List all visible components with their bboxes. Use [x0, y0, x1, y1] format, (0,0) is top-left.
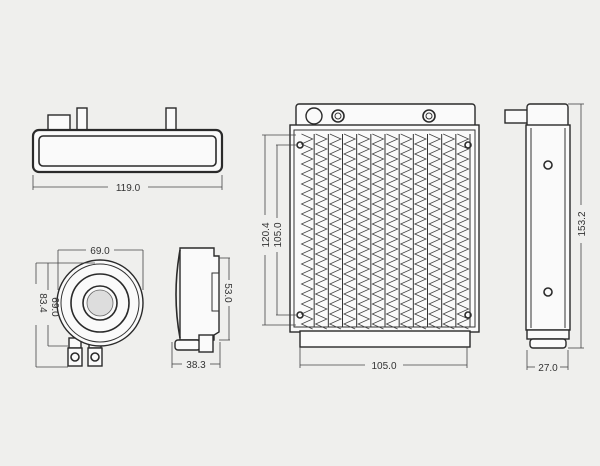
pump-top-view: [31, 107, 224, 174]
fin-column: [413, 133, 427, 330]
fin-column: [300, 133, 314, 330]
fin-column: [328, 133, 342, 330]
dimension-27: 27.0: [526, 350, 569, 374]
logo-icon: [86, 289, 114, 317]
radiator-side-view: [504, 103, 571, 349]
dimension-153: 153.2: [568, 103, 588, 349]
dimension-119: 119.0: [32, 175, 223, 194]
svg-text:27.0: 27.0: [538, 363, 558, 374]
pump-front-view: [56, 259, 144, 367]
dimension-radiator-vertical: 120.4 105.0: [261, 134, 296, 326]
svg-text:53.0: 53.0: [222, 283, 233, 303]
svg-text:153.2: 153.2: [577, 211, 588, 236]
fin-column: [314, 133, 328, 330]
fin-column: [428, 133, 442, 330]
svg-text:83.4: 83.4: [37, 293, 48, 313]
fin-column: [385, 133, 399, 330]
dimension-38: 38.3: [171, 342, 221, 371]
svg-text:105.0: 105.0: [371, 361, 396, 372]
svg-text:120.4: 120.4: [261, 222, 272, 247]
fin-column: [399, 133, 413, 330]
fin-column: [357, 133, 371, 330]
dimension-pump-heights: 69.0 83.4: [35, 262, 95, 368]
fin-column: [442, 133, 456, 330]
fill-port-icon: [305, 107, 323, 125]
radiator-fins: [300, 133, 471, 330]
svg-text:69.0: 69.0: [90, 246, 110, 257]
pump-side-view: [174, 247, 220, 353]
svg-text:38.3: 38.3: [186, 360, 206, 371]
dimension-radiator-horizontal: 105.0: [299, 347, 468, 372]
dimension-pump-width: 69.0: [57, 246, 144, 290]
fin-column: [343, 133, 357, 330]
fin-column: [456, 133, 470, 330]
svg-text:105.0: 105.0: [273, 222, 284, 247]
dimension-53: 53.0: [219, 257, 233, 341]
fin-column: [371, 133, 385, 330]
dim-label: 119.0: [116, 183, 141, 194]
radiator-front-view: [289, 103, 480, 348]
svg-text:69.0: 69.0: [49, 297, 60, 317]
